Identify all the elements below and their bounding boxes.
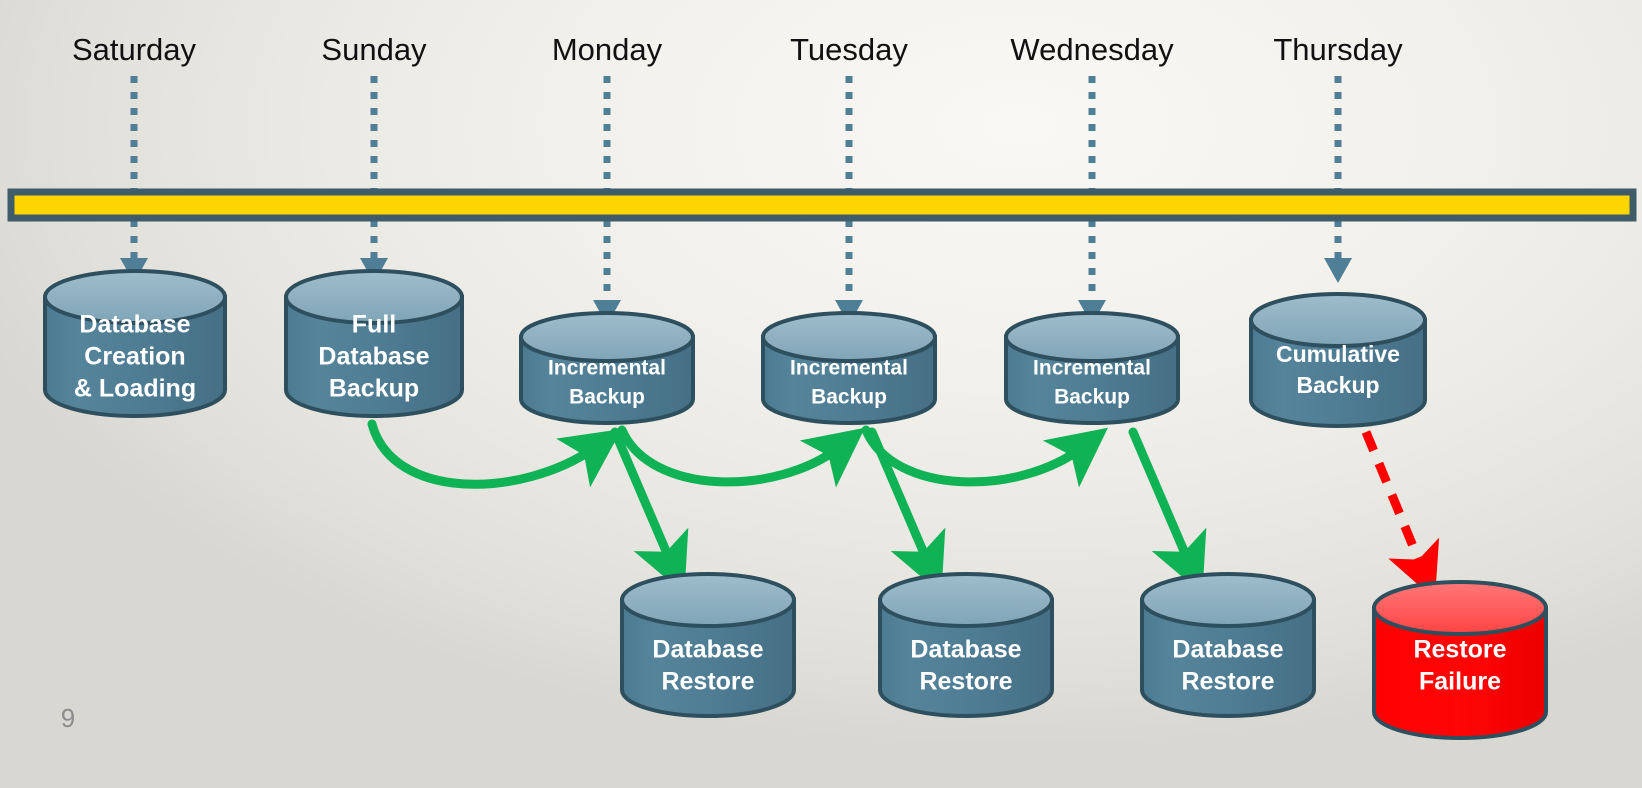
node-label-line-2: Backup [811,386,887,409]
cylinder-top [1249,292,1427,348]
node-label-line-2: Backup [1296,372,1379,398]
cylinder-top [878,572,1054,628]
cylinder-top [1004,311,1180,363]
node-label-line-2: Restore [919,668,1012,696]
node-label-line-1: Database [910,636,1021,664]
day-label-thursday: Thursday [1273,32,1403,67]
node-label-line-2: Backup [569,386,645,409]
node-label-line-3: & Loading [74,375,196,403]
day-label-saturday: Saturday [72,32,197,67]
node-label-line-1: Incremental [1033,357,1151,380]
restore-failure-arrow [1361,430,1440,600]
cylinder-top [284,269,464,325]
node-db-creation-loading[interactable]: Database Creation & Loading [43,269,227,418]
node-label-line-1: Database [79,311,190,339]
cylinder-body [878,598,1054,718]
timeline-bar [7,188,1637,222]
node-label-line-2: Failure [1419,668,1501,696]
day-label-tuesday: Tuesday [790,32,908,67]
restore-arrow-1 [610,427,689,594]
node-label-line-2: Database [318,343,429,371]
restore-arrows [610,427,1207,594]
day-label-monday: Monday [552,32,663,67]
restore-failure-arrow-group [1361,430,1440,600]
node-label-line-1: Incremental [548,357,666,380]
node-incremental-backup-tuesday[interactable]: Incremental Backup [761,311,937,425]
node-label-line-2: Backup [1054,386,1130,409]
node-database-restore-2[interactable]: Database Restore [878,572,1054,718]
chain-arrow-sunday-to-monday [367,419,622,489]
node-cumulative-backup-thursday[interactable]: Cumulative Backup [1249,292,1427,428]
chain-arrow-monday-to-tuesday [617,425,865,488]
node-label-line-3: Backup [329,375,419,403]
node-label-line-1: Full [352,311,396,339]
day-connectors [130,76,1342,300]
page-number: 9 [61,703,75,733]
restore-arrow-2 [867,427,946,594]
day-label-sunday: Sunday [321,32,427,67]
node-label-line-1: Cumulative [1276,341,1400,367]
restore-arrow-3 [1128,427,1207,594]
node-incremental-backup-monday[interactable]: Incremental Backup [519,311,695,425]
cylinder-top [761,311,937,363]
cylinder-top [43,269,227,325]
node-restore-failure[interactable]: Restore Failure [1372,580,1548,740]
cylinder-body [1249,318,1427,428]
node-incremental-backup-wednesday[interactable]: Incremental Backup [1004,311,1180,425]
node-full-database-backup[interactable]: Full Database Backup [284,269,464,418]
cylinder-top [519,311,695,363]
node-database-restore-3[interactable]: Database Restore [1140,572,1316,718]
cylinder-top [1140,572,1316,628]
node-label-line-1: Incremental [790,357,908,380]
cylinder-body [620,598,796,718]
node-database-restore-1[interactable]: Database Restore [620,572,796,718]
cylinder-top [620,572,796,628]
node-label-line-1: Database [652,636,763,664]
timeline-bar-rect [7,188,1637,222]
node-label-line-1: Database [1172,636,1283,664]
node-label-line-2: Creation [84,343,185,371]
cylinder-body [284,295,464,418]
day-labels: Saturday Sunday Monday Tuesday Wednesday… [72,32,1403,67]
cylinder-top [1372,580,1548,636]
cylinder-body [43,295,227,418]
cylinder-body [1140,598,1316,718]
node-label-line-2: Restore [1181,668,1274,696]
day-connector-arrowhead-thursday [1324,258,1352,283]
day-label-wednesday: Wednesday [1010,32,1174,67]
node-label-line-1: Restore [1413,636,1506,664]
node-label-line-2: Restore [661,668,754,696]
cylinder-body [1372,606,1548,740]
incremental-chain-arrows [367,419,1108,489]
chain-arrow-tuesday-to-wednesday [861,425,1108,488]
